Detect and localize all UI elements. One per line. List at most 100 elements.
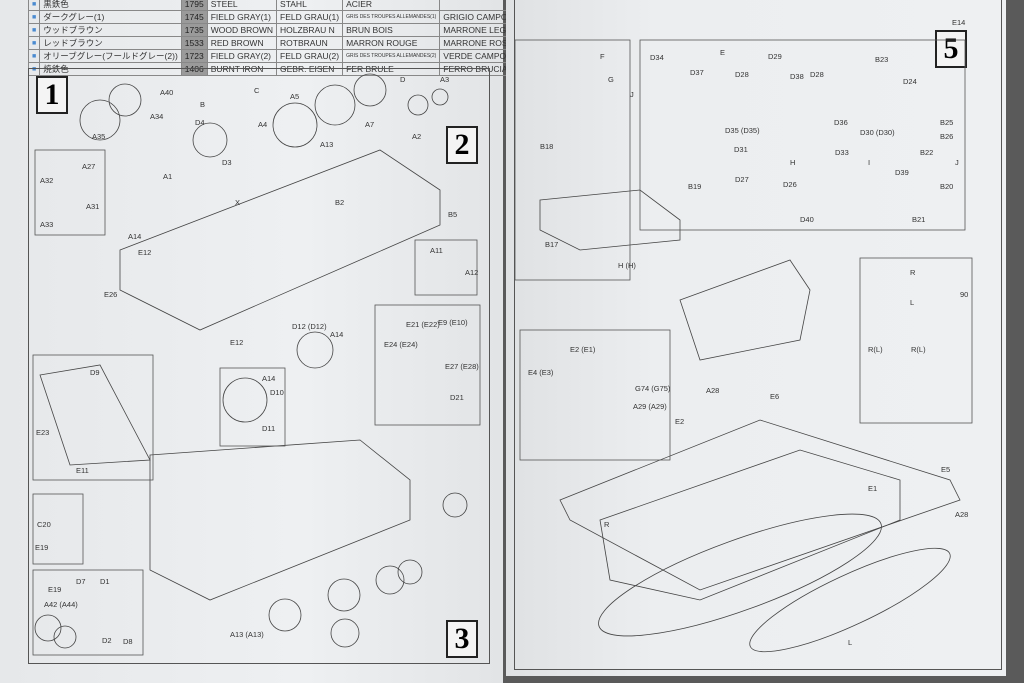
part-label: E12 <box>230 338 244 347</box>
step-number-3: 3 <box>446 620 478 658</box>
part-label: J <box>630 90 634 99</box>
part-label: R(L) <box>868 345 883 354</box>
part-label: D39 <box>895 168 909 177</box>
part-label: E14 <box>952 18 966 27</box>
part-label: A11 <box>430 246 443 255</box>
part-label: E27 (E28) <box>445 362 479 371</box>
part-label: D2 <box>102 636 112 645</box>
part-label: B25 <box>940 118 954 127</box>
part-label: E19 <box>48 585 62 594</box>
part-label: A42 (A44) <box>44 600 78 609</box>
part-label: E1 <box>868 484 878 493</box>
part-label: A29 (A29) <box>633 402 667 411</box>
callout-boxes <box>32 39 973 656</box>
part-label: A28 <box>706 386 720 395</box>
part-label: A7 <box>365 120 375 129</box>
part-label: D33 <box>835 148 849 157</box>
part-label: D24 <box>903 77 917 86</box>
part-label: R <box>910 268 916 277</box>
part-label: A5 <box>290 92 300 101</box>
part-label: D40 <box>800 215 814 224</box>
part-label: B21 <box>912 215 926 224</box>
part-label: C20 <box>37 520 51 529</box>
part-label: A14 <box>262 374 276 383</box>
part-label: D3 <box>222 158 232 167</box>
part-label: A2 <box>412 132 422 141</box>
part-label: E2 <box>675 417 685 426</box>
part-label: D10 <box>270 388 284 397</box>
part-label: E <box>720 48 726 57</box>
assembly-frame-right <box>514 0 1002 670</box>
part-label: E19 <box>35 543 49 552</box>
right-page <box>506 0 1006 676</box>
hull-drawings <box>39 149 961 653</box>
part-label: E2 (E1) <box>570 345 596 354</box>
part-label: A3 <box>440 75 450 84</box>
part-label: D12 (D12) <box>292 322 327 331</box>
part-label: H (H) <box>618 261 636 270</box>
part-label: E26 <box>104 290 118 299</box>
part-label: E23 <box>36 428 50 437</box>
part-label: A35 <box>92 132 106 141</box>
part-label: X <box>235 198 241 207</box>
part-label: A28 <box>955 510 969 519</box>
part-label: A12 <box>465 268 479 277</box>
part-label: E6 <box>770 392 780 401</box>
part-label: B26 <box>940 132 954 141</box>
color-ja: 焼鉄色 <box>39 62 182 76</box>
part-label: E24 (E24) <box>384 340 418 349</box>
color-code: 1533 <box>180 36 208 50</box>
part-label: D30 (D30) <box>860 128 895 137</box>
part-label: F <box>600 52 605 61</box>
part-label: D38 <box>790 72 804 81</box>
part-label: D37 <box>690 68 704 77</box>
paint-icon: ■ <box>27 62 41 76</box>
part-label: D8 <box>123 637 133 646</box>
part-label: A33 <box>40 220 54 229</box>
part-label: R <box>604 520 610 529</box>
left-page: ■黒鉄色1795STEELSTAHLACIER黒鉄色■ダークグレー(1)1745… <box>0 0 608 683</box>
part-label: G <box>608 75 614 84</box>
part-label: D <box>400 75 406 84</box>
step-number-1: 1 <box>36 76 68 114</box>
part-label: A4 <box>258 120 268 129</box>
part-label: E21 (E22) <box>406 320 440 329</box>
part-label: D27 <box>735 175 749 184</box>
part-label: A14 <box>128 232 142 241</box>
step-number-2: 2 <box>446 126 478 164</box>
part-label: B20 <box>940 182 954 191</box>
part-label: D9 <box>90 368 100 377</box>
paint-color-table: ■黒鉄色1795STEELSTAHLACIER黒鉄色■ダークグレー(1)1745… <box>27 0 608 76</box>
part-label: J <box>955 158 959 167</box>
part-label: L <box>910 298 915 307</box>
part-label: D29 <box>768 52 782 61</box>
part-label: D31 <box>734 145 748 154</box>
color-code: 1723 <box>180 49 208 63</box>
part-label: E4 (E3) <box>528 368 554 377</box>
part-label: A32 <box>40 176 54 185</box>
part-label: G74 (G75) <box>635 384 671 393</box>
part-label: E9 (E10) <box>438 318 468 327</box>
part-label: B5 <box>448 210 458 219</box>
part-label: A31 <box>86 202 100 211</box>
part-label: B <box>200 100 206 109</box>
part-label: D35 (D35) <box>725 126 760 135</box>
part-label: A34 <box>150 112 164 121</box>
paint-icon: ■ <box>27 10 41 24</box>
part-label: B22 <box>920 148 934 157</box>
part-label: I <box>868 158 871 167</box>
part-label: A27 <box>82 162 96 171</box>
part-label: R(L) <box>911 345 926 354</box>
part-label: D26 <box>783 180 797 189</box>
part-label: B23 <box>875 55 889 64</box>
part-label: D36 <box>834 118 848 127</box>
paint-icon: ■ <box>27 23 41 37</box>
part-label: C <box>254 86 260 95</box>
part-label: E11 <box>76 466 89 475</box>
color-code: 1745 <box>180 10 208 24</box>
color-en: BURNT IRON <box>206 62 278 76</box>
color-fr: FER BRULE <box>342 62 441 76</box>
